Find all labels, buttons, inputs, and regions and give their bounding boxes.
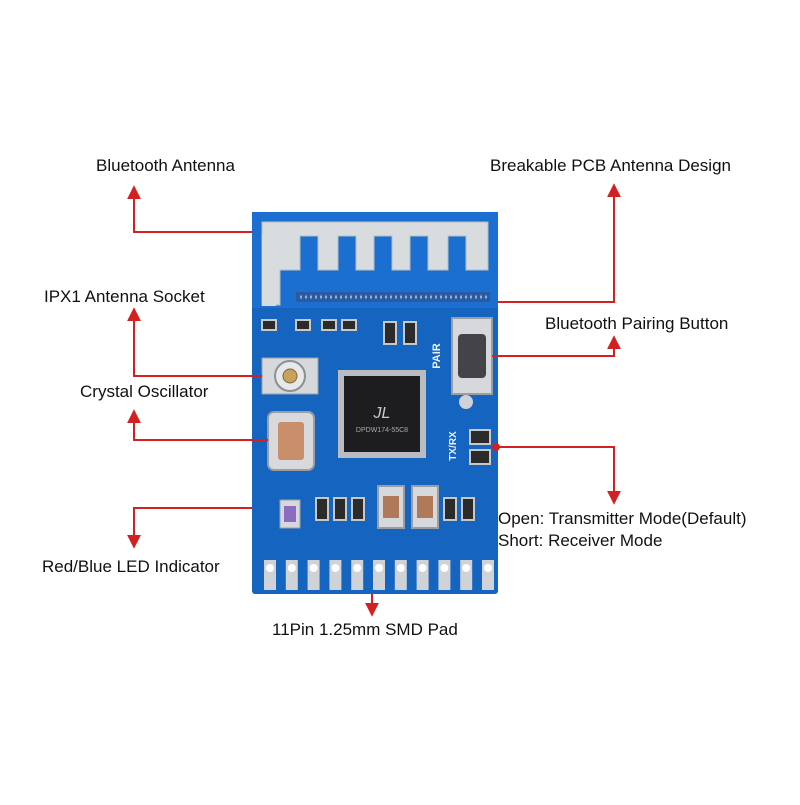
smd-component — [295, 319, 311, 331]
txrx-pad — [469, 449, 491, 465]
smd-pad-hole — [462, 564, 471, 572]
txrx-marker-dot — [492, 443, 500, 451]
smd-pad-hole — [440, 564, 449, 572]
smd-component — [261, 319, 277, 331]
main-chip — [344, 376, 420, 452]
smd-component — [461, 497, 475, 521]
arrow-bluetooth-antenna — [127, 185, 252, 233]
label-mode-short: Short: Receiver Mode — [498, 531, 663, 550]
arrow-ipx1-socket — [127, 307, 262, 377]
ipx1-center — [282, 368, 298, 384]
smd-pad-hole — [266, 564, 274, 572]
pcb-antenna-trace — [261, 221, 489, 306]
smd-pad-hole — [331, 564, 340, 572]
inductor-core — [383, 496, 399, 518]
pairing-button-cap — [458, 334, 486, 378]
label-smd-pads: 11Pin 1.25mm SMD Pad — [272, 620, 458, 639]
led-lens — [284, 506, 296, 522]
smd-component — [333, 497, 347, 521]
smd-component — [315, 497, 329, 521]
smd-component — [383, 321, 397, 345]
chip-marking: DPDW174-55C8 — [356, 427, 408, 434]
smd-component — [351, 497, 365, 521]
label-pairing-button: Bluetooth Pairing Button — [545, 314, 729, 333]
smd-pad-row — [264, 560, 494, 590]
arrow-crystal — [127, 409, 268, 441]
arrow-breakable-pcb — [498, 183, 621, 303]
label-mode-open: Open: Transmitter Mode(Default) — [498, 509, 747, 528]
arrow-pairing-button — [492, 335, 621, 357]
smd-component — [443, 497, 457, 521]
smd-pad-hole — [418, 564, 427, 572]
arrow-led — [127, 507, 252, 549]
smd-component — [341, 319, 357, 331]
smd-pad-hole — [309, 564, 318, 572]
smd-component — [403, 321, 417, 345]
smd-pad-hole — [353, 564, 362, 572]
crystal-top — [278, 422, 304, 460]
label-led: Red/Blue LED Indicator — [42, 557, 220, 576]
pair-silkscreen: PAIR — [431, 343, 443, 369]
label-ipx1-socket: IPX1 Antenna Socket — [44, 287, 205, 306]
smd-pad-hole — [287, 564, 296, 572]
label-breakable-pcb: Breakable PCB Antenna Design — [490, 156, 731, 175]
txrx-silkscreen: TX/RX — [448, 431, 459, 461]
inductor-core — [417, 496, 433, 518]
smd-component — [321, 319, 337, 331]
smd-pad-hole — [484, 564, 492, 572]
inductor — [411, 485, 439, 529]
arrow-txrx-mode — [494, 446, 621, 505]
smd-pad-hole — [396, 564, 405, 572]
breakable-line — [296, 292, 490, 302]
antenna-feed — [262, 234, 276, 306]
label-crystal: Crystal Oscillator — [80, 382, 209, 401]
label-bluetooth-antenna: Bluetooth Antenna — [96, 156, 235, 175]
txrx-pad — [469, 429, 491, 445]
chip-logo: JL — [373, 405, 391, 422]
callout-lines — [127, 183, 621, 617]
smd-pad-hole — [375, 564, 383, 572]
pairing-via — [459, 395, 473, 409]
